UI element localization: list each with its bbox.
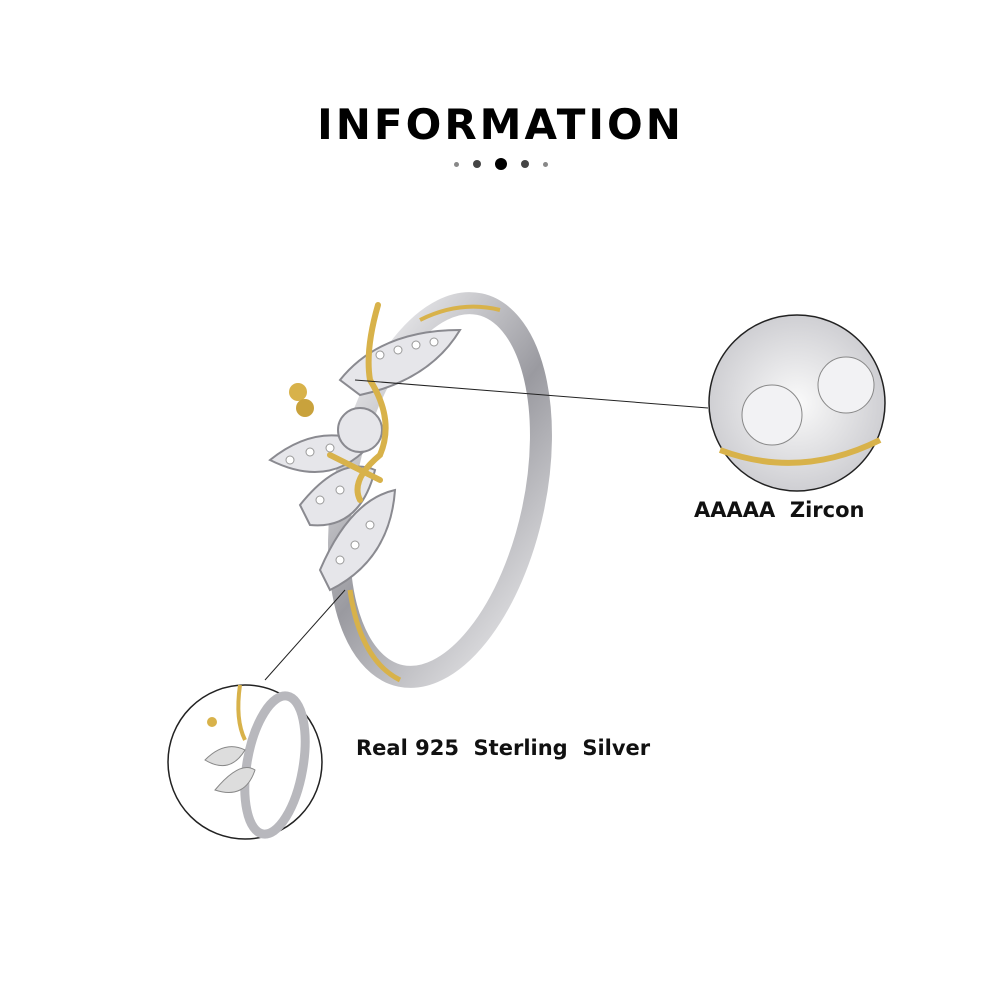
dot-icon: [520, 160, 529, 168]
decorative-dots: [0, 158, 1001, 170]
zircon-stones: [285, 337, 439, 565]
dot-icon: [542, 161, 548, 167]
leader-line: [264, 589, 346, 681]
gold-accents: [327, 302, 389, 503]
ring-closeup: [167, 684, 323, 840]
gold-bead: [289, 383, 307, 401]
dot-icon: [453, 161, 459, 167]
gold-bead: [296, 399, 314, 417]
leader-line: [354, 379, 709, 409]
dot-icon: [494, 158, 507, 170]
leaf-ornament: [268, 328, 462, 592]
silver-label: Real 925 Sterling Silver: [356, 736, 651, 760]
page-title: INFORMATION: [317, 100, 684, 149]
zircon-closeup: [708, 314, 886, 492]
zircon-label: AAAAA Zircon: [694, 498, 865, 522]
dot-icon: [472, 160, 481, 168]
